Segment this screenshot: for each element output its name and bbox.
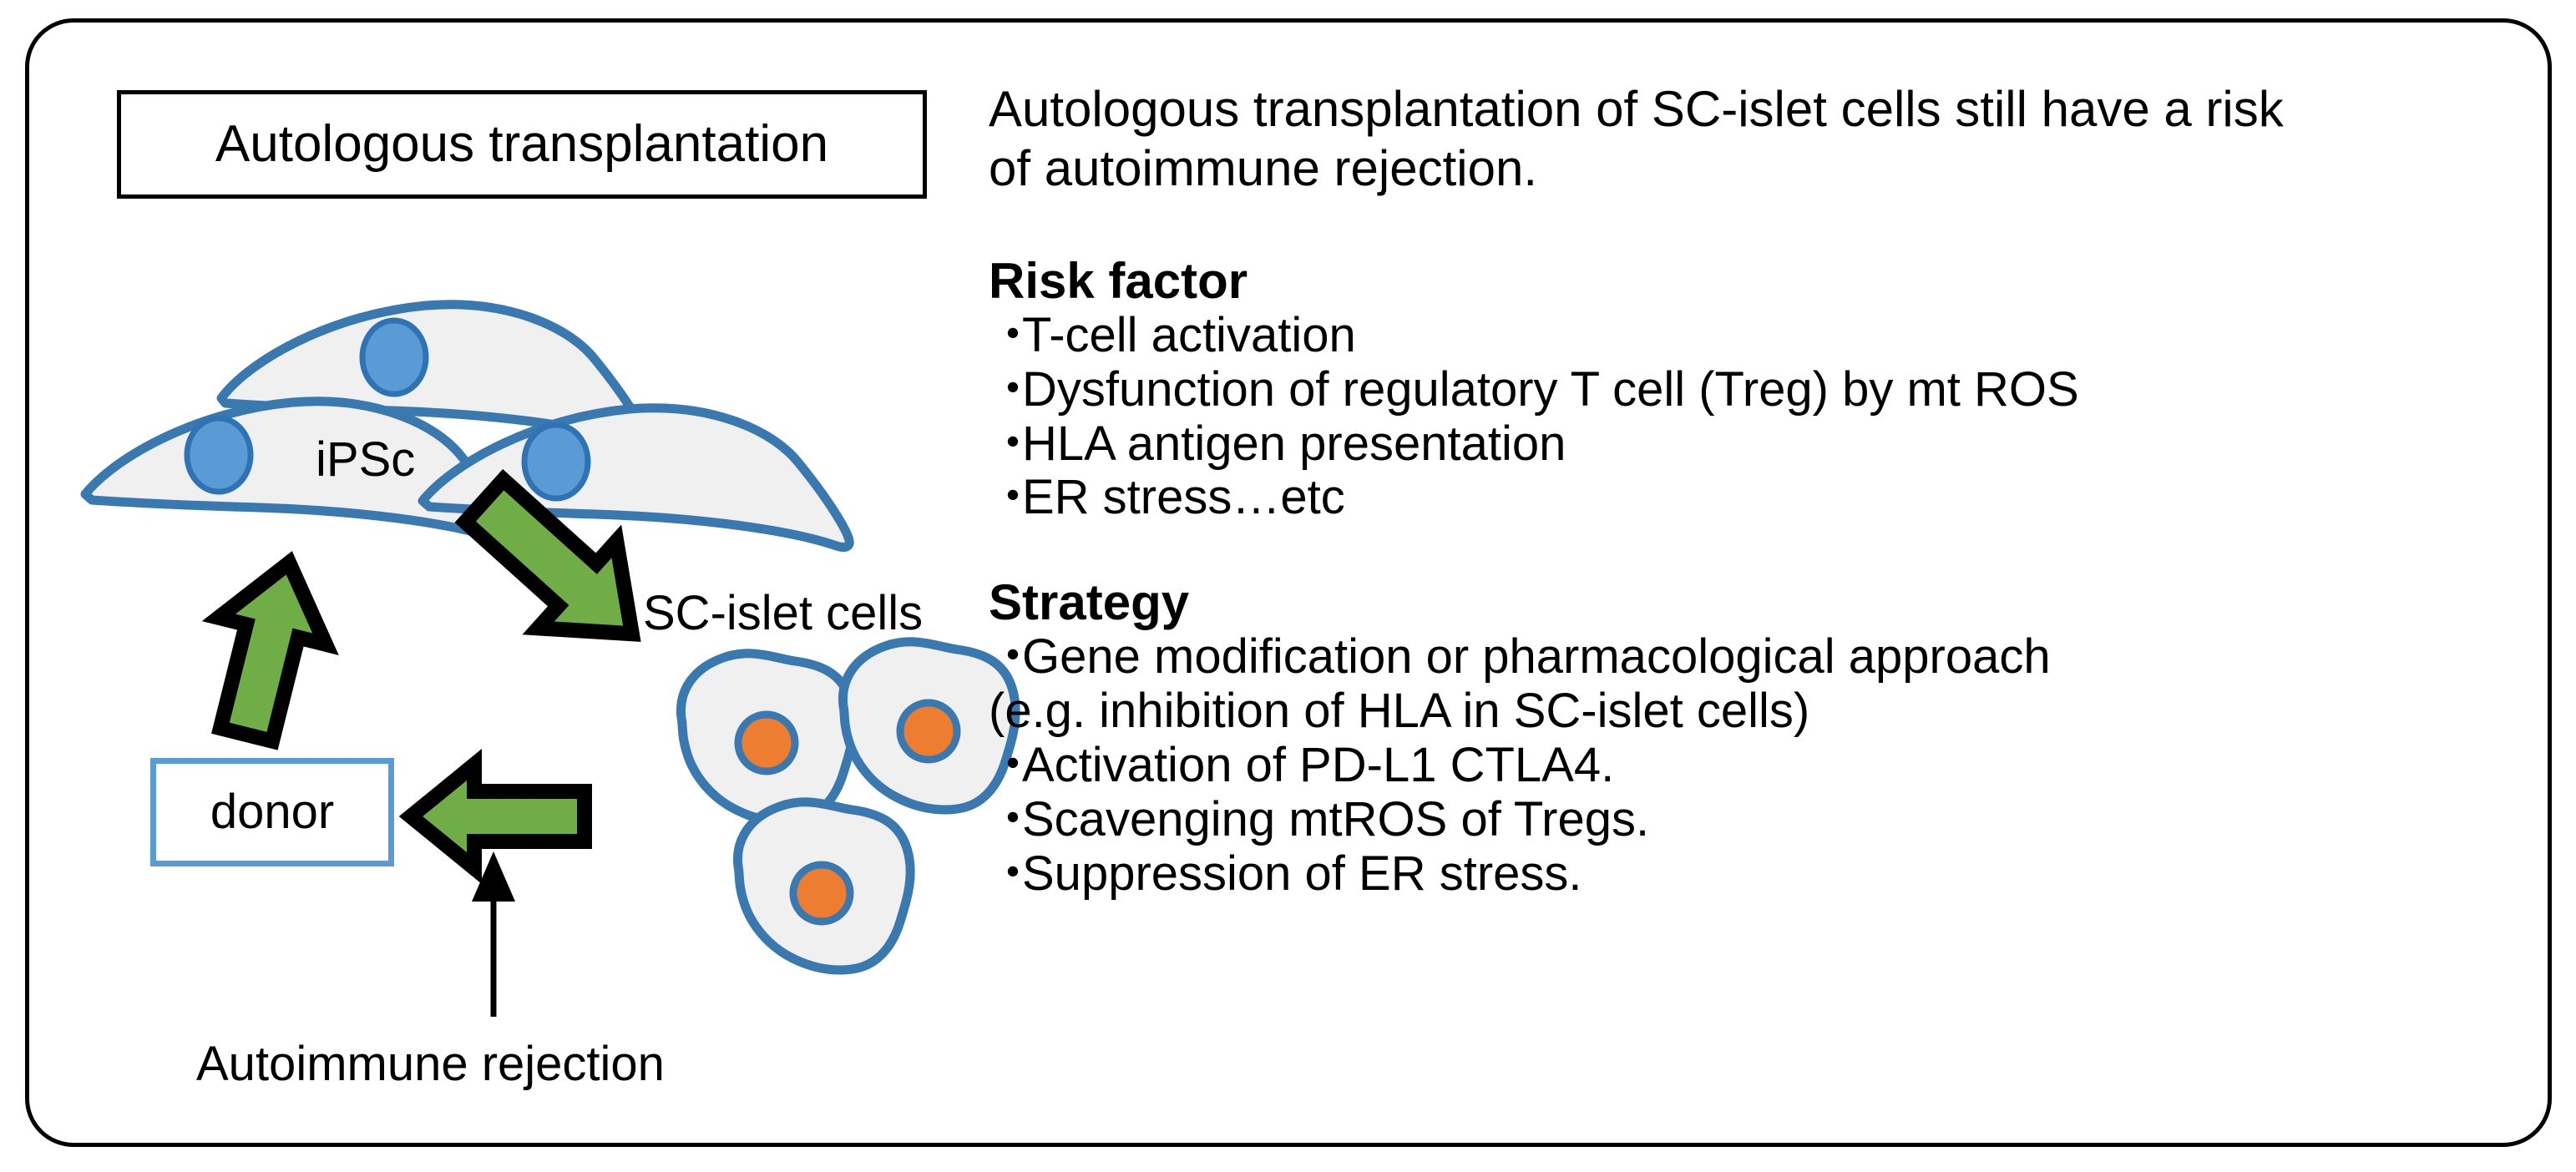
- strategy-heading: Strategy: [989, 574, 1190, 631]
- strategy-item: ・ Gene modification or pharmacological a…: [989, 629, 2517, 685]
- risk-factor-item-label: Dysfunction of regulatory T cell (Treg) …: [1022, 361, 2079, 417]
- strategy-item: ・ Suppression of ER stress.: [989, 846, 2517, 902]
- strategy-item: ・ Scavenging mtROS of Tregs.: [989, 792, 2517, 847]
- risk-factor-item-label: HLA antigen presentation: [1022, 416, 1566, 471]
- figure-frame: [25, 18, 2552, 1147]
- explanatory-text-column: Autologous transplantation of SC-islet c…: [989, 80, 2517, 902]
- donor-box-label: donor: [210, 785, 335, 839]
- autologous-transplantation-title-box: Autologous transplantation: [117, 90, 927, 199]
- ipsc-label: iPSc: [316, 432, 416, 487]
- sc-islet-cells-label: SC-islet cells: [643, 586, 924, 640]
- risk-factor-section: Risk factor ・ T-cell activation ・ Dysfun…: [989, 252, 2517, 526]
- bullet-icon: ・: [989, 361, 1038, 417]
- risk-factor-heading: Risk factor: [989, 252, 1248, 309]
- bullet-icon: ・: [989, 846, 1038, 902]
- risk-factor-item: ・ T-cell activation: [989, 307, 2517, 363]
- strategy-item-label: Scavenging mtROS of Tregs.: [1022, 792, 1650, 847]
- bullet-icon: ・: [989, 738, 1038, 793]
- risk-factor-item: ・ Dysfunction of regulatory T cell (Treg…: [989, 361, 2517, 417]
- bullet-icon: ・: [989, 629, 1038, 685]
- spacer: [989, 525, 2517, 575]
- bullet-icon: ・: [989, 792, 1038, 847]
- bullet-icon: ・: [989, 307, 1038, 362]
- intro-line: Autologous transplantation of SC-islet c…: [989, 81, 2284, 137]
- title-box-label: Autologous transplantation: [215, 115, 829, 173]
- intro-line: of autoimmune rejection.: [989, 139, 1538, 196]
- autoimmune-rejection-label: Autoimmune rejection: [196, 1037, 665, 1091]
- strategy-item: ・ Activation of PD-L1 CTLA4.: [989, 738, 2517, 793]
- strategy-item-label: Suppression of ER stress.: [1022, 846, 1582, 902]
- risk-factor-item-label: ER stress…etc: [1022, 470, 1345, 525]
- strategy-section: Strategy ・ Gene modification or pharmaco…: [989, 575, 2517, 902]
- strategy-item-label: Activation of PD-L1 CTLA4.: [1022, 738, 1615, 793]
- risk-factor-item-label: T-cell activation: [1022, 307, 1356, 362]
- strategy-item-label: Gene modification or pharmacological app…: [1022, 629, 2051, 685]
- risk-factor-item: ・ ER stress…etc: [989, 470, 2517, 525]
- spacer: [989, 199, 2517, 254]
- donor-box: donor: [150, 758, 394, 866]
- bullet-icon: ・: [989, 470, 1038, 525]
- strategy-item-continuation: (e.g. inhibition of HLA in SC-islet cell…: [989, 684, 1810, 739]
- risk-factor-item: ・ HLA antigen presentation: [989, 417, 2517, 472]
- bullet-icon: ・: [989, 416, 1038, 471]
